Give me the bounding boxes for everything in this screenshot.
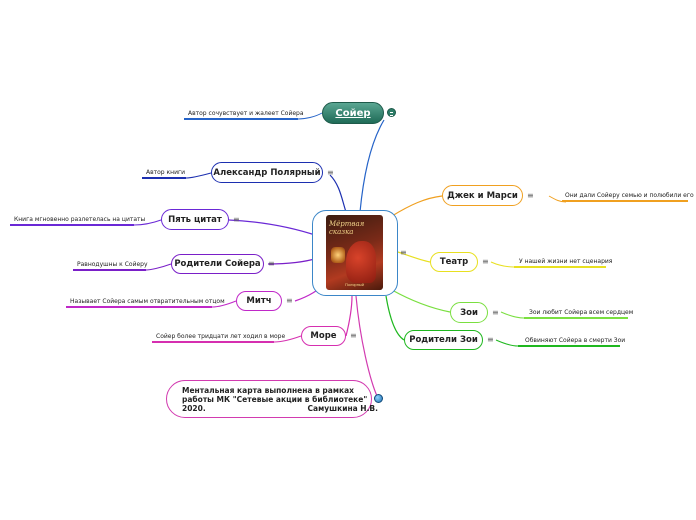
connector-quotes xyxy=(228,219,319,237)
connector-theatre xyxy=(397,251,431,263)
note-author: Автор книги xyxy=(146,169,186,176)
note-underline-sea xyxy=(152,341,274,343)
topic-author[interactable]: Александр Полярный xyxy=(211,162,323,183)
connector-zoe-note xyxy=(500,311,525,319)
connector-sea-note xyxy=(273,335,302,343)
connector-info xyxy=(355,295,378,397)
connector-zoe-parents xyxy=(385,295,405,341)
topic-sawyer-parents-label: Родители Сойера xyxy=(174,259,261,269)
connector-sawyer-note xyxy=(297,112,323,120)
connector-parents xyxy=(267,257,319,265)
note-sawyer: Автор сочувствует и жалеет Сойера xyxy=(188,110,304,117)
menu-icon-theatre[interactable]: ≡ xyxy=(482,257,489,266)
connector-author-note xyxy=(185,172,212,179)
topic-zoe-parents-label: Родители Зои xyxy=(409,335,478,345)
central-topic[interactable]: Мёртвая сказка Полярный xyxy=(312,210,398,296)
connector-sawyer xyxy=(359,119,385,213)
topic-sawyer[interactable]: Сойер xyxy=(322,102,384,124)
menu-icon-quotes[interactable]: ≡ xyxy=(233,215,240,224)
topic-theatre[interactable]: Театр xyxy=(430,252,478,272)
topic-mitch-label: Митч xyxy=(246,296,272,306)
connector-zoe xyxy=(391,289,451,313)
note-theatre: У нашей жизни нет сценария xyxy=(519,258,613,265)
note-underline-jack-marcy xyxy=(562,200,688,202)
topic-zoe[interactable]: Зои xyxy=(450,302,488,323)
connector-parents-note xyxy=(145,263,172,271)
menu-icon-jack-marcy[interactable]: ≡ xyxy=(527,191,534,200)
note-sea: Сойер более тридцати лет ходил в море xyxy=(156,333,286,340)
connector-zoe-parents-note xyxy=(495,339,519,347)
connector-quotes-note xyxy=(133,219,162,226)
note-underline-quotes xyxy=(10,224,134,226)
globe-icon[interactable] xyxy=(374,394,383,403)
note-zoe: Зои любит Сойера всем сердцем xyxy=(529,309,634,316)
central-menu-icon[interactable]: ≡ xyxy=(400,248,407,257)
note-quotes: Книга мгновенно разлетелась на цитаты xyxy=(14,216,146,223)
menu-icon-sea[interactable]: ≡ xyxy=(350,331,357,340)
connector-theatre-note xyxy=(490,261,515,268)
book-cover-image: Мёртвая сказка Полярный xyxy=(326,215,383,290)
note-mitch: Называет Сойера самым отвратительным отц… xyxy=(70,298,225,305)
cover-title: Мёртвая сказка xyxy=(329,220,365,236)
topic-quotes-label: Пять цитат xyxy=(168,214,222,225)
cover-figure xyxy=(346,241,376,283)
topic-jack-marcy[interactable]: Джек и Марси xyxy=(442,185,523,206)
topic-author-label: Александр Полярный xyxy=(213,167,321,178)
topic-zoe-label: Зои xyxy=(460,307,478,318)
note-underline-zoe-parents xyxy=(518,345,620,347)
note-underline-sawyer xyxy=(184,118,298,120)
topic-sea-label: Море xyxy=(310,331,337,341)
topic-jack-marcy-label: Джек и Марси xyxy=(447,190,518,201)
menu-icon-zoe-parents[interactable]: ≡ xyxy=(487,335,494,344)
note-jack-marcy: Они дали Сойеру семью и полюбили его xyxy=(565,192,694,199)
topic-quotes[interactable]: Пять цитат xyxy=(161,209,229,230)
fireplace-glow xyxy=(331,247,345,263)
connector-sea xyxy=(345,295,353,337)
note-underline-sawyer-parents xyxy=(73,269,146,271)
note-underline-mitch xyxy=(66,306,212,308)
topic-mitch[interactable]: Митч xyxy=(236,291,282,311)
menu-icon-mitch[interactable]: ≡ xyxy=(286,296,293,305)
notes-icon[interactable] xyxy=(387,108,396,117)
note-underline-zoe xyxy=(524,317,628,319)
note-underline-author xyxy=(142,177,186,179)
note-underline-theatre xyxy=(514,266,606,268)
topic-sea[interactable]: Море xyxy=(301,326,346,346)
topic-sawyer-parents[interactable]: Родители Сойера xyxy=(171,254,264,274)
connector-author xyxy=(329,174,347,213)
menu-icon-zoe[interactable]: ≡ xyxy=(492,308,499,317)
menu-icon-author[interactable]: ≡ xyxy=(327,168,334,177)
note-sawyer-parents: Равнодушны к Сойеру xyxy=(77,261,148,268)
topic-zoe-parents[interactable]: Родители Зои xyxy=(404,330,483,350)
topic-sawyer-label: Сойер xyxy=(335,107,371,119)
topic-theatre-label: Театр xyxy=(439,257,469,267)
info-note[interactable]: Ментальная карта выполнена в рамках рабо… xyxy=(166,380,378,418)
menu-icon-sawyer-parents[interactable]: ≡ xyxy=(268,259,275,268)
connector-mitch-note xyxy=(211,300,237,308)
cover-author: Полярный xyxy=(344,282,365,287)
note-zoe-parents: Обвиняют Сойера в смерти Зои xyxy=(525,337,626,344)
connector-jack xyxy=(391,195,443,217)
